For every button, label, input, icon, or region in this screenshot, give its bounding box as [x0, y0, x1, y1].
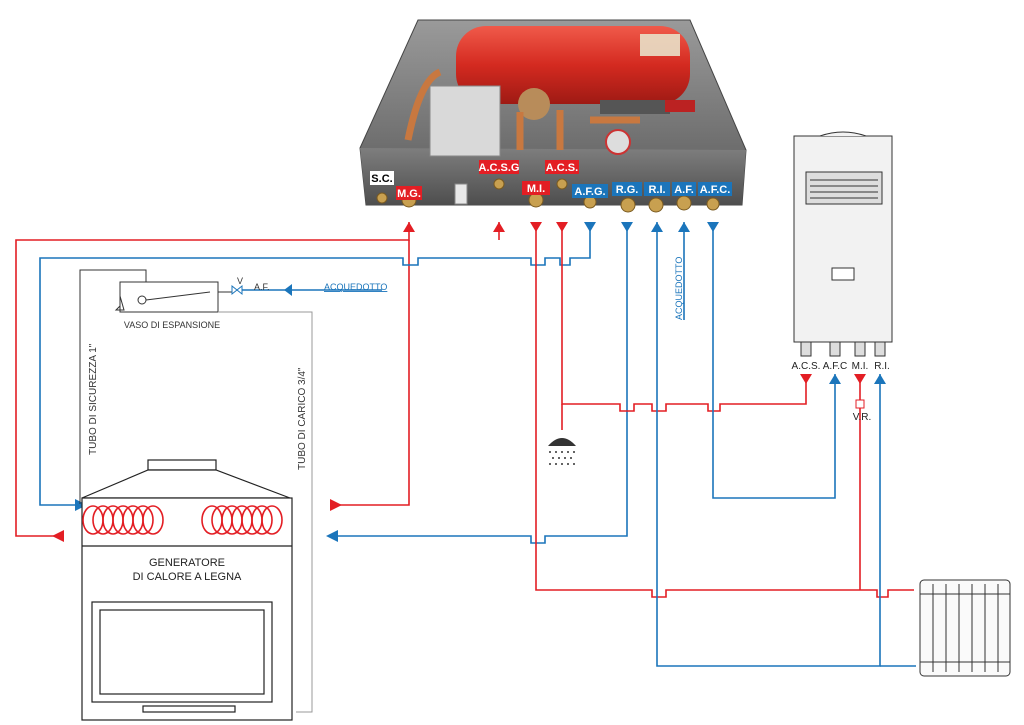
wood-generator-icon	[81, 459, 293, 721]
pipe-network	[15, 222, 916, 667]
valve-af-label: A.F.	[254, 282, 270, 292]
generator-label-line1: GENERATORE	[149, 557, 225, 569]
port-label-afg: A.F.G.	[574, 186, 605, 198]
port-label-rg: R.G.	[616, 184, 639, 196]
port-label-ri: R.I.	[648, 184, 665, 196]
aqueduct-vertical-label: ACQUEDOTTO	[674, 257, 684, 320]
vr-label: V.R.	[853, 412, 872, 423]
flow-arrows	[52, 222, 886, 542]
port-label-acsg: A.C.S.G	[479, 162, 520, 174]
valve-v-label: V	[237, 276, 243, 286]
expansion-vessel-label: VASO DI ESPANSIONE	[124, 320, 220, 330]
radiator-icon	[919, 579, 1011, 677]
load-pipe-label: TUBO DI CARICO 3/4"	[297, 367, 308, 470]
expansion-vessel-icon	[79, 269, 313, 713]
port-label-sc: S.C.	[371, 173, 392, 185]
generator-label-line2: DI CALORE A LEGNA	[133, 571, 242, 583]
port-label-acs: A.C.S.	[546, 162, 578, 174]
boiler-port-afc: A.F.C	[823, 361, 847, 372]
shower-icon	[548, 438, 576, 465]
boiler-port-mi: M.I.	[852, 361, 869, 372]
port-label-mg: M.G.	[397, 188, 421, 200]
port-label-mi: M.I.	[527, 183, 545, 195]
heat-coil-icon	[82, 505, 283, 535]
port-label-af: A.F.	[674, 184, 694, 196]
aqueduct-label: ACQUEDOTTO	[324, 282, 387, 292]
hydraulic-unit-icon	[359, 19, 747, 213]
port-label-afc: A.F.C.	[700, 184, 731, 196]
safety-pipe-label: TUBO DI SICUREZZA 1"	[88, 343, 99, 455]
boiler-port-acs: A.C.S.	[792, 361, 821, 372]
vr-valve-icon	[855, 399, 865, 409]
wall-boiler-icon	[793, 131, 893, 357]
boiler-port-ri: R.I.	[874, 361, 890, 372]
